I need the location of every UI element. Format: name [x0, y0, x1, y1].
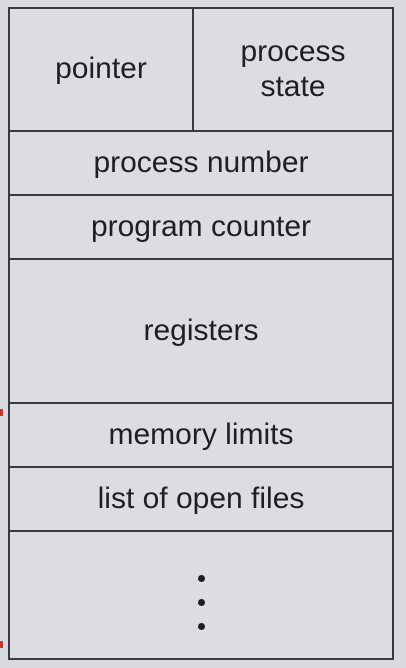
registers-row: registers — [10, 258, 392, 402]
open-files-label: list of open files — [97, 481, 305, 515]
ellipsis-dot — [197, 598, 205, 606]
ellipsis-dot — [197, 574, 205, 582]
edge-mark-top — [0, 409, 3, 416]
pointer-label: pointer — [55, 52, 147, 86]
ellipsis-dot — [197, 622, 205, 630]
process-state-cell: process state — [194, 9, 392, 130]
open-files-row: list of open files — [10, 466, 392, 530]
pointer-cell: pointer — [10, 9, 194, 130]
ellipsis-icon — [197, 574, 205, 630]
program-counter-label: program counter — [90, 209, 312, 243]
process-number-row: process number — [10, 130, 392, 194]
edge-mark-bottom — [0, 641, 3, 648]
memory-limits-row: memory limits — [10, 402, 392, 466]
memory-limits-label: memory limits — [108, 417, 294, 451]
process-number-label: process number — [93, 145, 309, 179]
process-control-block: pointer process state process number pro… — [8, 7, 394, 660]
continuation-row — [10, 530, 392, 658]
registers-label: registers — [143, 313, 259, 347]
pcb-row-pointer-state: pointer process state — [10, 9, 392, 130]
program-counter-row: program counter — [10, 194, 392, 258]
process-state-label: process state — [240, 35, 346, 103]
